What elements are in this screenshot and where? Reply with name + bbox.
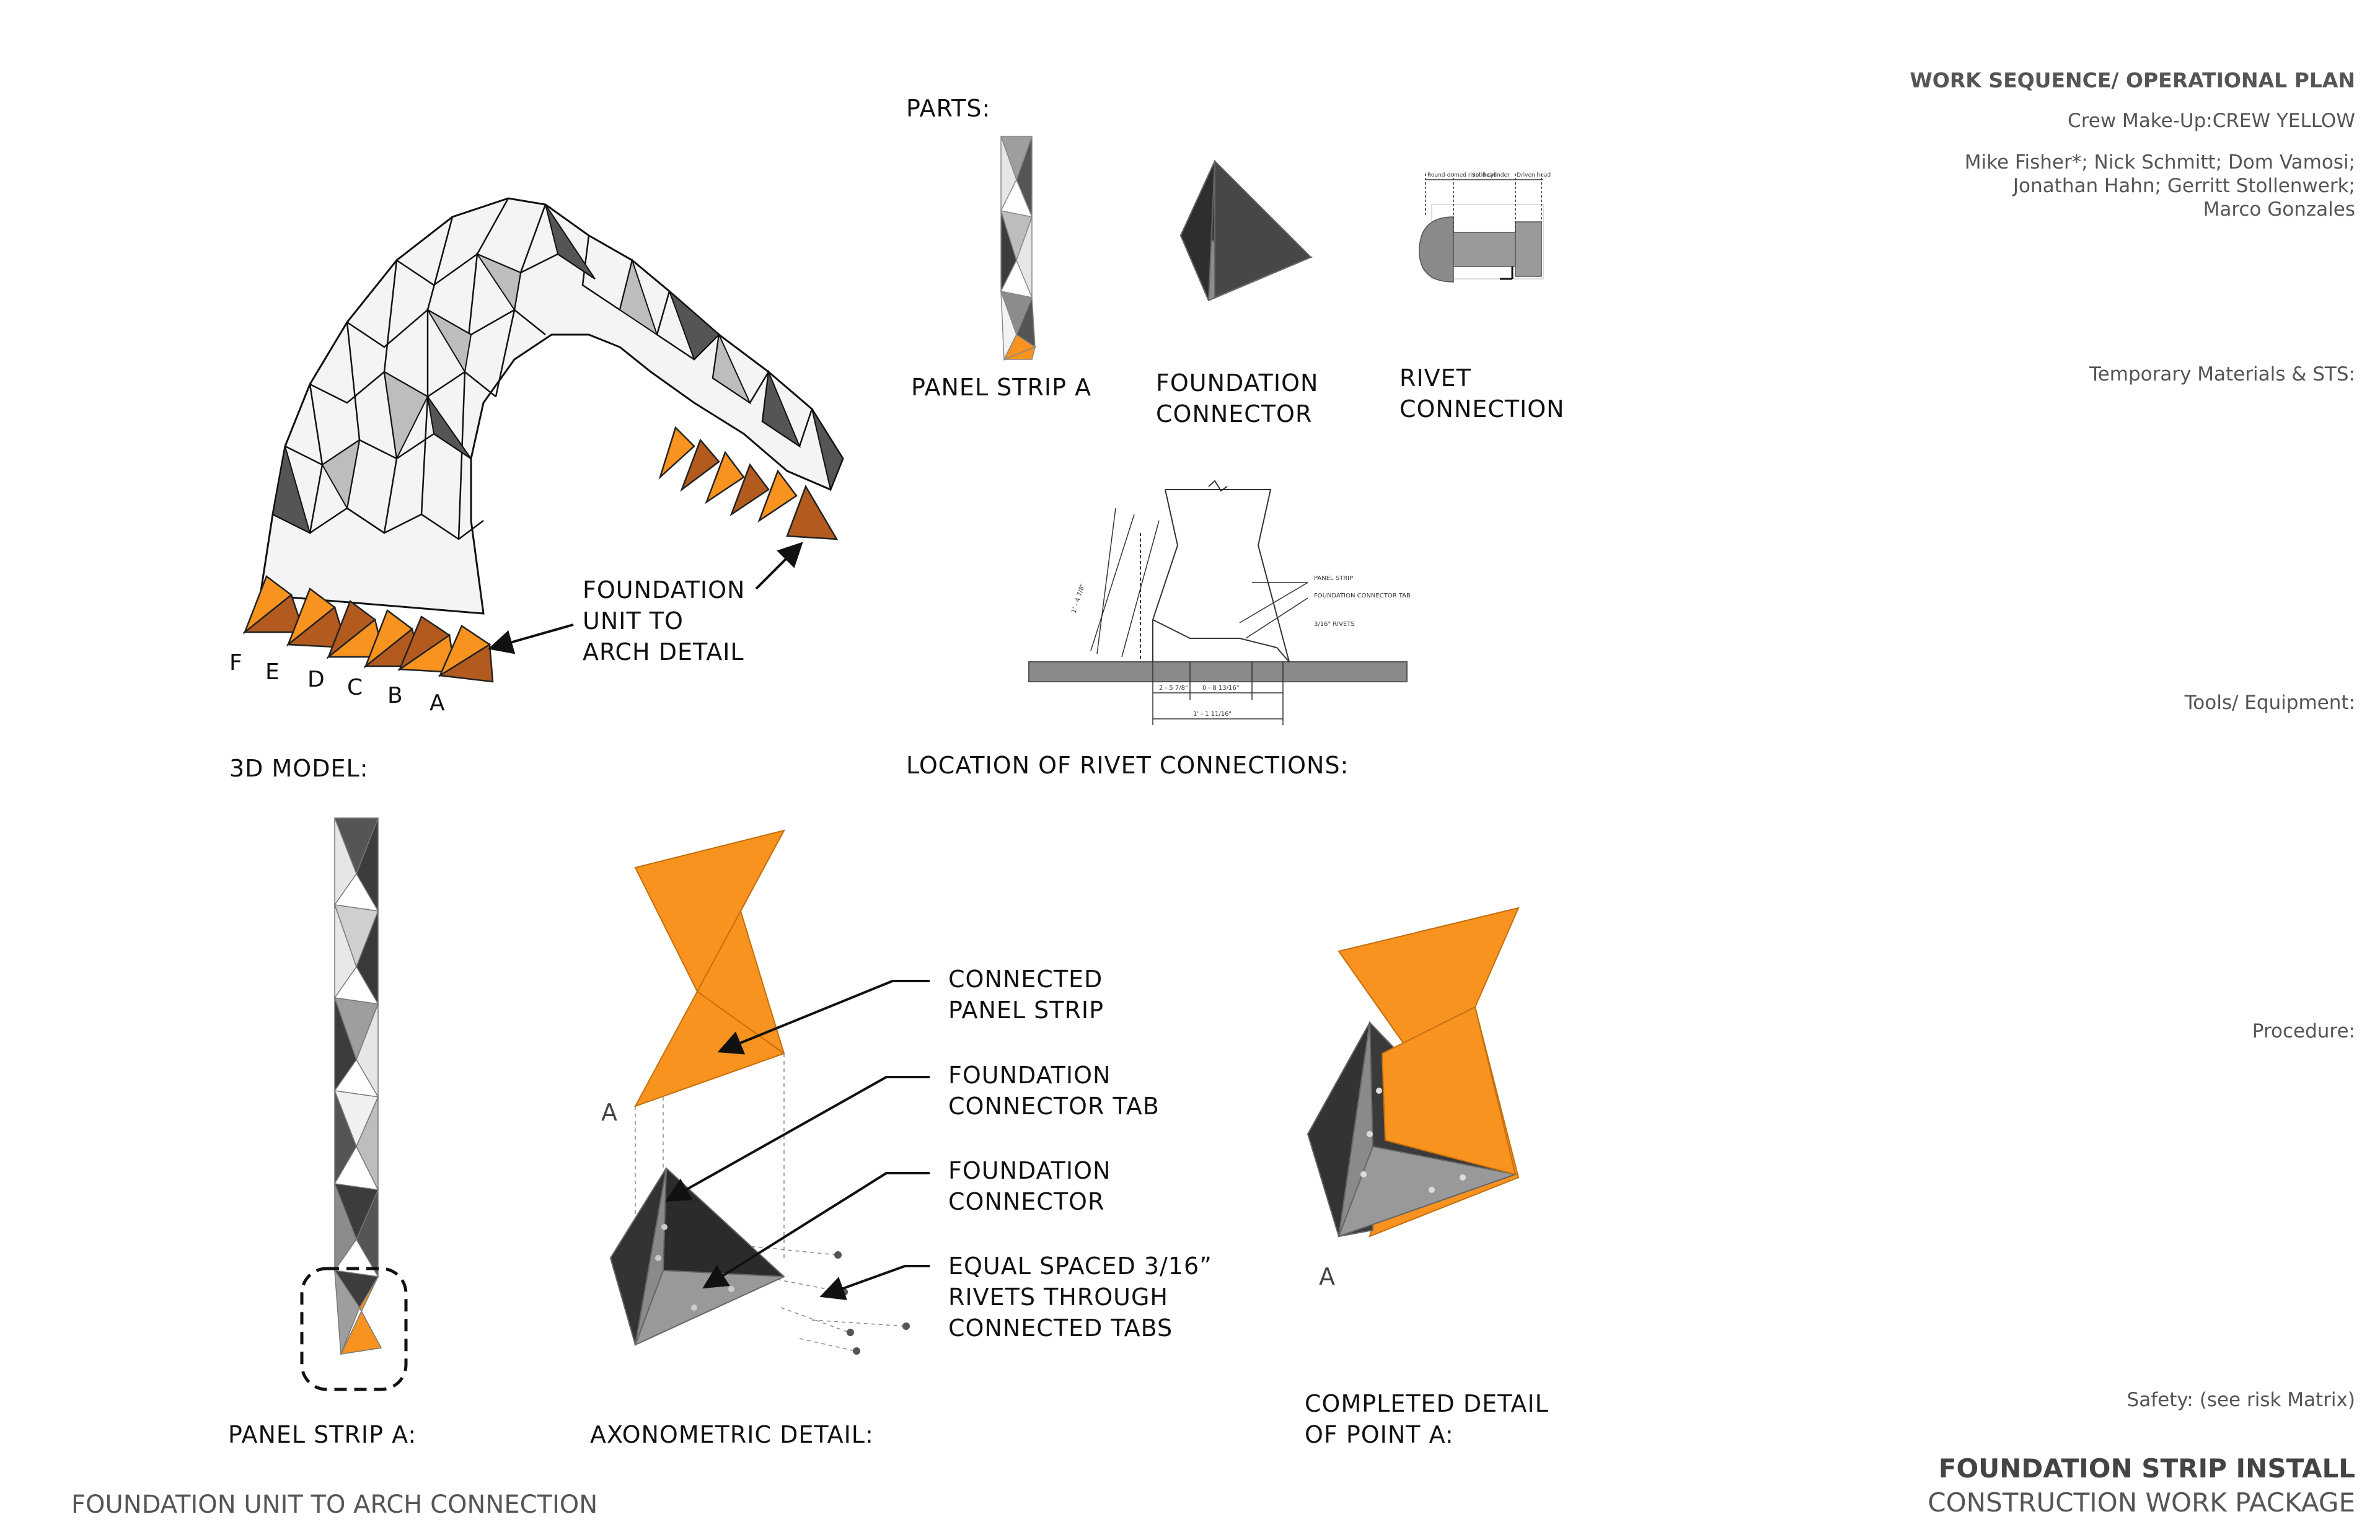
part-foundation-connector: [1179, 159, 1313, 302]
foundation-connector-callout: FOUNDATION CONNECTOR: [948, 1157, 1111, 1215]
axonometric-leaders: [665, 980, 930, 1300]
arch-foundation-units: [242, 426, 839, 683]
arrow-foundation-unit-2: [755, 542, 803, 590]
connector-rivet-holes: [655, 1224, 734, 1311]
crew-makeup: Crew Make-Up:CREW YELLOW: [2068, 110, 2355, 132]
parts-heading: PARTS:: [906, 95, 991, 122]
model-3d-heading: 3D MODEL:: [229, 755, 369, 782]
arch-letter-b: B: [387, 683, 403, 708]
arch-letter-c: C: [347, 675, 364, 700]
foundation-unit-label: FOUNDATION UNIT TO ARCH DETAIL: [583, 576, 746, 666]
completed-detail-caption: COMPLETED DETAIL OF POINT A:: [1305, 1390, 1549, 1448]
rivet-connection-label: RIVET CONNECTION: [1399, 364, 1565, 423]
dimension-3: 1' - 1 11/16": [1193, 711, 1232, 718]
dimension-2: 0 - 8 13/16": [1202, 685, 1239, 692]
axonometric-connector: [609, 1166, 785, 1346]
work-sequence-title: WORK SEQUENCE/ OPERATIONAL PLAN: [1910, 68, 2355, 92]
rivet-location-heading: LOCATION OF RIVET CONNECTIONS:: [906, 752, 1349, 779]
panel-strip-a-drawing: [333, 817, 382, 1355]
rivet-label-head: Round-domed rivet head: [1427, 172, 1497, 178]
section-label-rivets: 3/16" RIVETS: [1314, 621, 1355, 628]
footer-title: FOUNDATION STRIP INSTALL: [1938, 1453, 2355, 1484]
connected-panel-strip-label: CONNECTED PANEL STRIP: [948, 966, 1104, 1024]
arch-letter-f: F: [229, 650, 243, 675]
footer-left-title: FOUNDATION UNIT TO ARCH CONNECTION: [71, 1490, 598, 1519]
arch-letter-e: E: [265, 659, 280, 685]
rivet-dots: [834, 1251, 910, 1355]
completed-rivet-holes: [1360, 1088, 1466, 1193]
footer-subtitle: CONSTRUCTION WORK PACKAGE: [1928, 1487, 2355, 1518]
completed-point-a: A: [1319, 1263, 1336, 1290]
work-sequence-panel: WORK SEQUENCE/ OPERATIONAL PLAN: [1735, 68, 2355, 92]
foundation-connector-label: FOUNDATION CONNECTOR: [1156, 369, 1319, 428]
panel-strip-a-caption: PANEL STRIP A:: [228, 1421, 417, 1448]
rivet-label-cylinder: Solid cylinder: [1472, 172, 1510, 178]
safety-heading: Safety: (see risk Matrix): [2127, 1389, 2355, 1411]
detail-callout-box: [300, 1267, 408, 1391]
section-label-connector-tab: FOUNDATION CONNECTOR TAB: [1314, 592, 1411, 599]
axonometric-panel: [633, 829, 785, 1107]
arrow-foundation-unit: [488, 623, 574, 654]
axonometric-caption: AXONOMETRIC DETAIL:: [590, 1421, 874, 1448]
crew-members: Mike Fisher*; Nick Schmitt; Dom Vamosi; …: [1964, 151, 2355, 221]
procedure-heading: Procedure:: [2252, 1020, 2355, 1042]
part-panel-strip: [1000, 136, 1036, 361]
section-annotations: PANEL STRIP FOUNDATION CONNECTOR TAB 3/1…: [1070, 575, 1411, 718]
dimension-1: 2 - 5 7/8": [1159, 685, 1188, 692]
arch-letter-d: D: [307, 667, 325, 692]
equal-spaced-rivets-label: EQUAL SPACED 3/16” RIVETS THROUGH CONNEC…: [948, 1252, 1212, 1342]
dimension-0: 1' - 4 7/8": [1070, 583, 1086, 614]
rivet-location-section: [1028, 480, 1408, 725]
section-label-panel-strip: PANEL STRIP: [1314, 575, 1353, 582]
axonometric-point-a: A: [601, 1099, 618, 1126]
arch-model: [259, 197, 844, 615]
foundation-connector-tab-label: FOUNDATION CONNECTOR TAB: [948, 1062, 1160, 1120]
rivet-label-driven: Driven head: [1517, 172, 1551, 178]
tools-equipment-heading: Tools/ Equipment:: [2184, 692, 2355, 714]
temporary-materials-heading: Temporary Materials & STS:: [2089, 363, 2355, 385]
completed-detail: [1307, 907, 1520, 1238]
panel-strip-a-label: PANEL STRIP A: [911, 374, 1092, 401]
arch-letter-a: A: [430, 690, 446, 716]
part-rivet: Round-domed rivet head Solid cylinder Dr…: [1419, 172, 1551, 283]
